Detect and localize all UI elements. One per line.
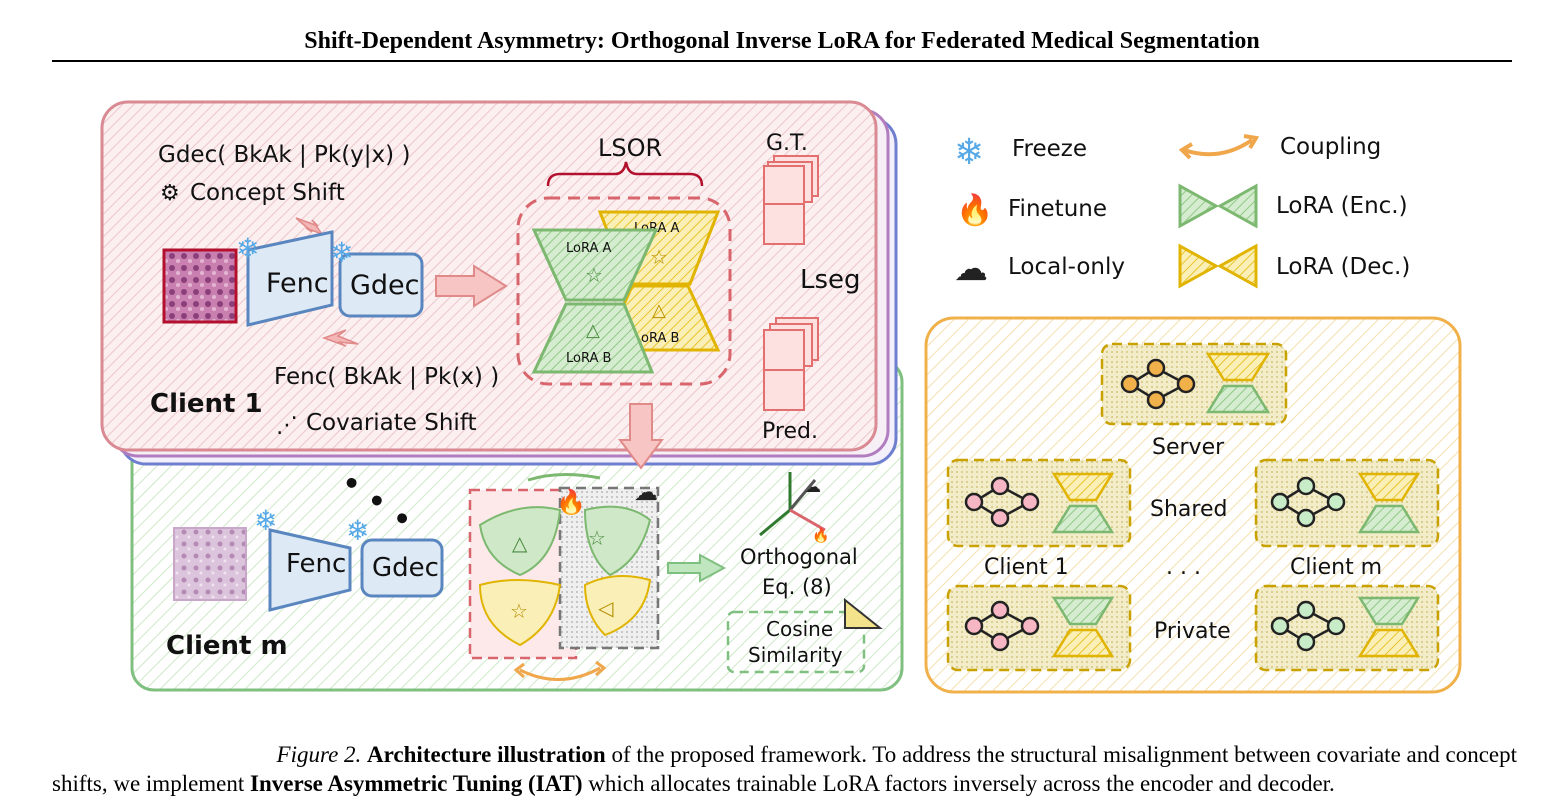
legend-finetune: Finetune (1008, 196, 1107, 222)
client-1-gdec-block: Gdec ❄ (330, 236, 424, 318)
fed-client-1-label: Client 1 (984, 555, 1069, 580)
legend-freeze: Freeze (1012, 136, 1087, 162)
fenc-formula: Fenc( BkAk | Pk(x) ) (274, 364, 499, 390)
client-1-image (162, 248, 238, 324)
legend-coupling: Coupling (1280, 134, 1381, 160)
similarity-label: Similarity (748, 643, 843, 667)
client-1-label: Client 1 (150, 389, 263, 419)
shared-label: Shared (1150, 497, 1227, 522)
gt-label: G.T. (766, 131, 808, 156)
arrow-to-lora (435, 264, 508, 308)
orthogonal-axes-icon: ☁ 🔥 (759, 472, 829, 544)
fire-icon: 🔥 (556, 488, 586, 516)
legend: ❄ Freeze 🔥 Finetune ☁ Local-only Couplin… (954, 132, 1410, 289)
cosine-similarity-box: Cosine Similarity (726, 597, 883, 674)
orthogonal-label: Orthogonal (740, 545, 858, 569)
triangle-icon: △ (512, 531, 528, 555)
header-rule (52, 60, 1512, 62)
ruler-icon (844, 597, 883, 629)
client-1-shared-node (946, 458, 1132, 548)
fire-icon: 🔥 (956, 192, 993, 228)
client-1-panel: Gdec( BkAk | Pk(y|x) ) ⚙ Concept Shift F… (100, 100, 878, 452)
snowflake-icon: ❄ (254, 504, 277, 537)
local-only-icon: ☁ (805, 477, 821, 496)
lora-enc-icon (1178, 183, 1258, 229)
caption-line-1: Figure 2. Architecture illustration of t… (52, 740, 1517, 769)
caption-bold-2: Inverse Asymmetric Tuning (IAT) (250, 771, 583, 796)
fed-client-m-label: Client m (1290, 555, 1382, 580)
triangle-icon: △ (652, 300, 666, 321)
concept-shift-icon: ⚙ (160, 181, 180, 206)
star-icon: ☆ (585, 263, 603, 287)
architecture-figure: Fenc ❄ Gdec ❄ • • • Client m △ ☆ ☆ ◁ 🔥 ☁ (100, 100, 1462, 694)
caption-text-3: which allocates trainable LoRA factors i… (582, 771, 1335, 796)
fire-icon: 🔥 (812, 527, 829, 544)
concept-shift-label: Concept Shift (190, 180, 345, 206)
caption-figure-label: Figure 2. (276, 742, 362, 767)
client-m-fenc-block: Fenc ❄ (254, 504, 352, 612)
arrow-to-orthogonal (667, 553, 727, 583)
lora-cluster: LSOR LoRA A ☆ LoRA B △ LoRA A ☆ LoRA B △ (516, 134, 732, 386)
local-only-icon: ☁ (954, 249, 988, 289)
lora-enc-b (531, 302, 655, 374)
legend-lora-dec: LoRA (Dec.) (1276, 254, 1410, 280)
server-label: Server (1152, 435, 1225, 460)
cosine-label: Cosine (766, 617, 833, 641)
client-1-fenc-block: Fenc ❄ (236, 230, 334, 327)
snowflake-icon: ❄ (330, 236, 353, 269)
snowflake-icon: ❄ (346, 514, 369, 547)
pred-stack (763, 317, 819, 411)
caption-line-2: shifts, we implement Inverse Asymmetric … (52, 769, 1517, 798)
figure-caption: Figure 2. Architecture illustration of t… (52, 740, 1517, 798)
gdec-formula: Gdec( BkAk | Pk(y|x) ) (158, 142, 410, 168)
snowflake-icon: ❄ (236, 232, 259, 265)
covariate-shift-icon: ⋰ (276, 413, 298, 438)
star-icon: ☆ (650, 245, 668, 269)
caption-text-2: shifts, we implement (52, 771, 251, 796)
legend-lora-enc: LoRA (Enc.) (1276, 193, 1408, 219)
client-m-fenc-label: Fenc (286, 549, 346, 579)
l-sor-label: LSOR (598, 134, 662, 162)
covariate-shift-label: Covariate Shift (306, 410, 477, 436)
client-m-gdec-block: Gdec ❄ (346, 514, 444, 598)
client-1-fenc-label: Fenc (266, 268, 329, 299)
orthogonal-lora-panel: △ ☆ ☆ ◁ 🔥 ☁ (468, 478, 660, 681)
client-1-gdec-label: Gdec (350, 270, 420, 301)
green-coupling-arrow (527, 472, 601, 482)
star-icon: ☆ (510, 599, 528, 623)
server-graph-icon (1120, 358, 1196, 410)
fed-dots: . . . (1166, 555, 1201, 580)
arrow-down (618, 403, 664, 470)
lora-enc-a (531, 228, 659, 302)
star-icon: ☆ (588, 526, 606, 550)
client-m-image (173, 527, 247, 601)
triangle-icon: ◁ (597, 596, 614, 620)
client-m-shared-node (1254, 458, 1440, 548)
lora-dec-icon (1178, 243, 1258, 289)
l-seg-label: Lseg (800, 265, 861, 295)
client-m-label: Client m (166, 631, 288, 661)
triangle-icon: △ (586, 320, 600, 341)
lora-enc-b-label: LoRA B (566, 351, 611, 366)
client-1-private-node (946, 584, 1132, 672)
server-node (1100, 342, 1288, 426)
lora-enc-a-label: LoRA A (566, 241, 611, 256)
lora-dec-b-label: LoRA B (634, 331, 679, 346)
running-header: Shift-Dependent Asymmetry: Orthogonal In… (304, 28, 1260, 54)
client-m-private-node (1254, 584, 1440, 672)
eq-label: Eq. (8) (762, 575, 832, 599)
coupling-icon (1178, 134, 1260, 160)
local-only-icon: ☁ (634, 478, 658, 506)
covariate-shift-arrow (321, 329, 359, 347)
client-m-gdec-label: Gdec (372, 553, 439, 583)
federation-panel: Server Shared Client 1 . . . (924, 316, 1462, 694)
pred-label: Pred. (762, 419, 818, 444)
caption-text-1: of the proposed framework. To address th… (605, 742, 1517, 767)
snowflake-icon: ❄ (954, 132, 984, 173)
legend-local-only: Local-only (1008, 254, 1125, 280)
caption-bold-1: Architecture illustration (367, 742, 606, 767)
private-label: Private (1154, 619, 1231, 644)
gt-stack (763, 155, 819, 245)
